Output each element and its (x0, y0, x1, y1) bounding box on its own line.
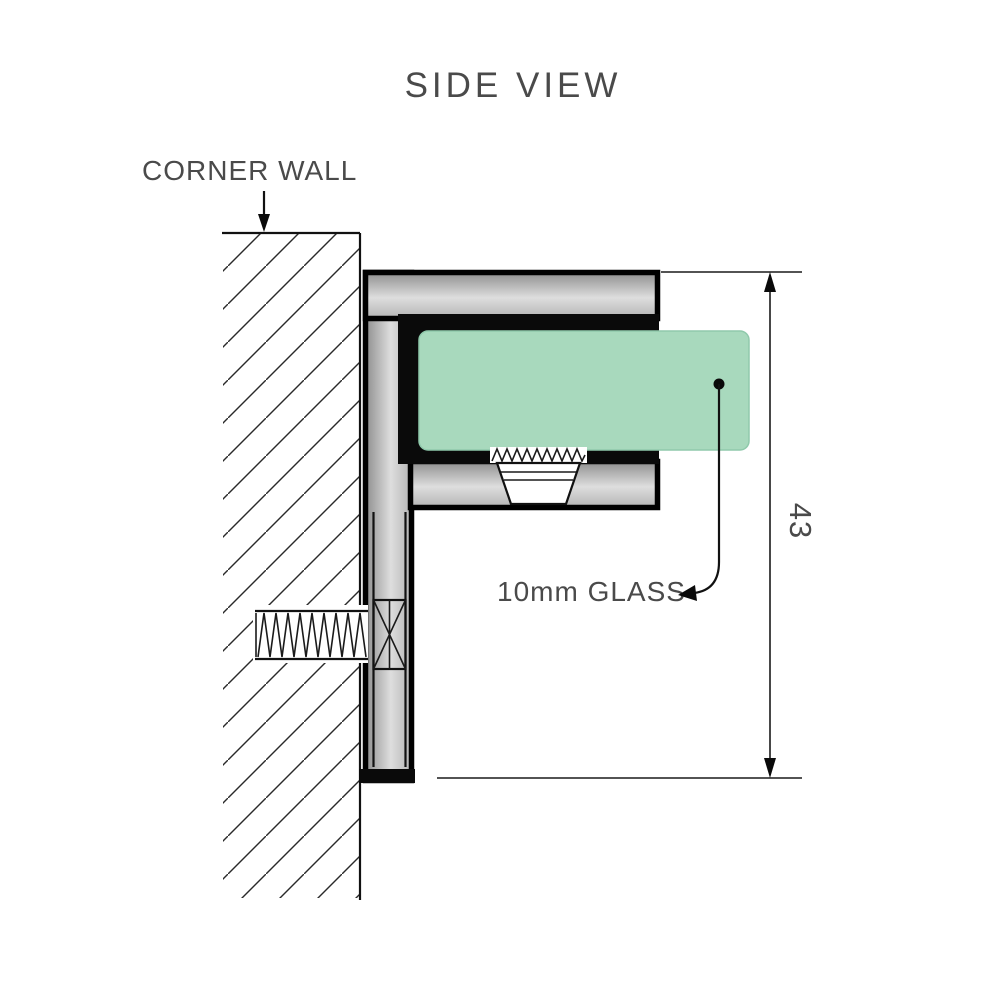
glass-label: 10mm GLASS (497, 576, 686, 607)
corner-wall-callout: CORNER WALL (142, 155, 357, 232)
page-title: SIDE VIEW (405, 66, 622, 105)
dimension-label: 43 (783, 503, 818, 539)
glass-callout-arrowhead-icon (678, 585, 697, 601)
dimension-arrowhead-bottom-icon (764, 758, 776, 778)
wall-hatching (223, 233, 359, 898)
glass-panel (418, 330, 750, 451)
bracket-profile (359, 269, 750, 784)
wall-screw (253, 598, 407, 671)
bracket-top-arm (362, 269, 661, 322)
dimension-arrowhead-top-icon (764, 272, 776, 292)
grub-screw-thread (491, 446, 586, 464)
corner-wall-label: CORNER WALL (142, 155, 357, 186)
glass-callout-leader (693, 384, 721, 595)
grub-screw (490, 446, 587, 506)
dimension-43: 43 (437, 271, 818, 779)
glass-callout: 10mm GLASS (497, 378, 725, 607)
bracket-bottom-cap (359, 769, 415, 783)
corner-wall-arrowhead-icon (258, 214, 270, 232)
wall-section (222, 231, 362, 900)
grub-screw-body (495, 461, 582, 506)
wall-screw-thread (257, 612, 367, 658)
